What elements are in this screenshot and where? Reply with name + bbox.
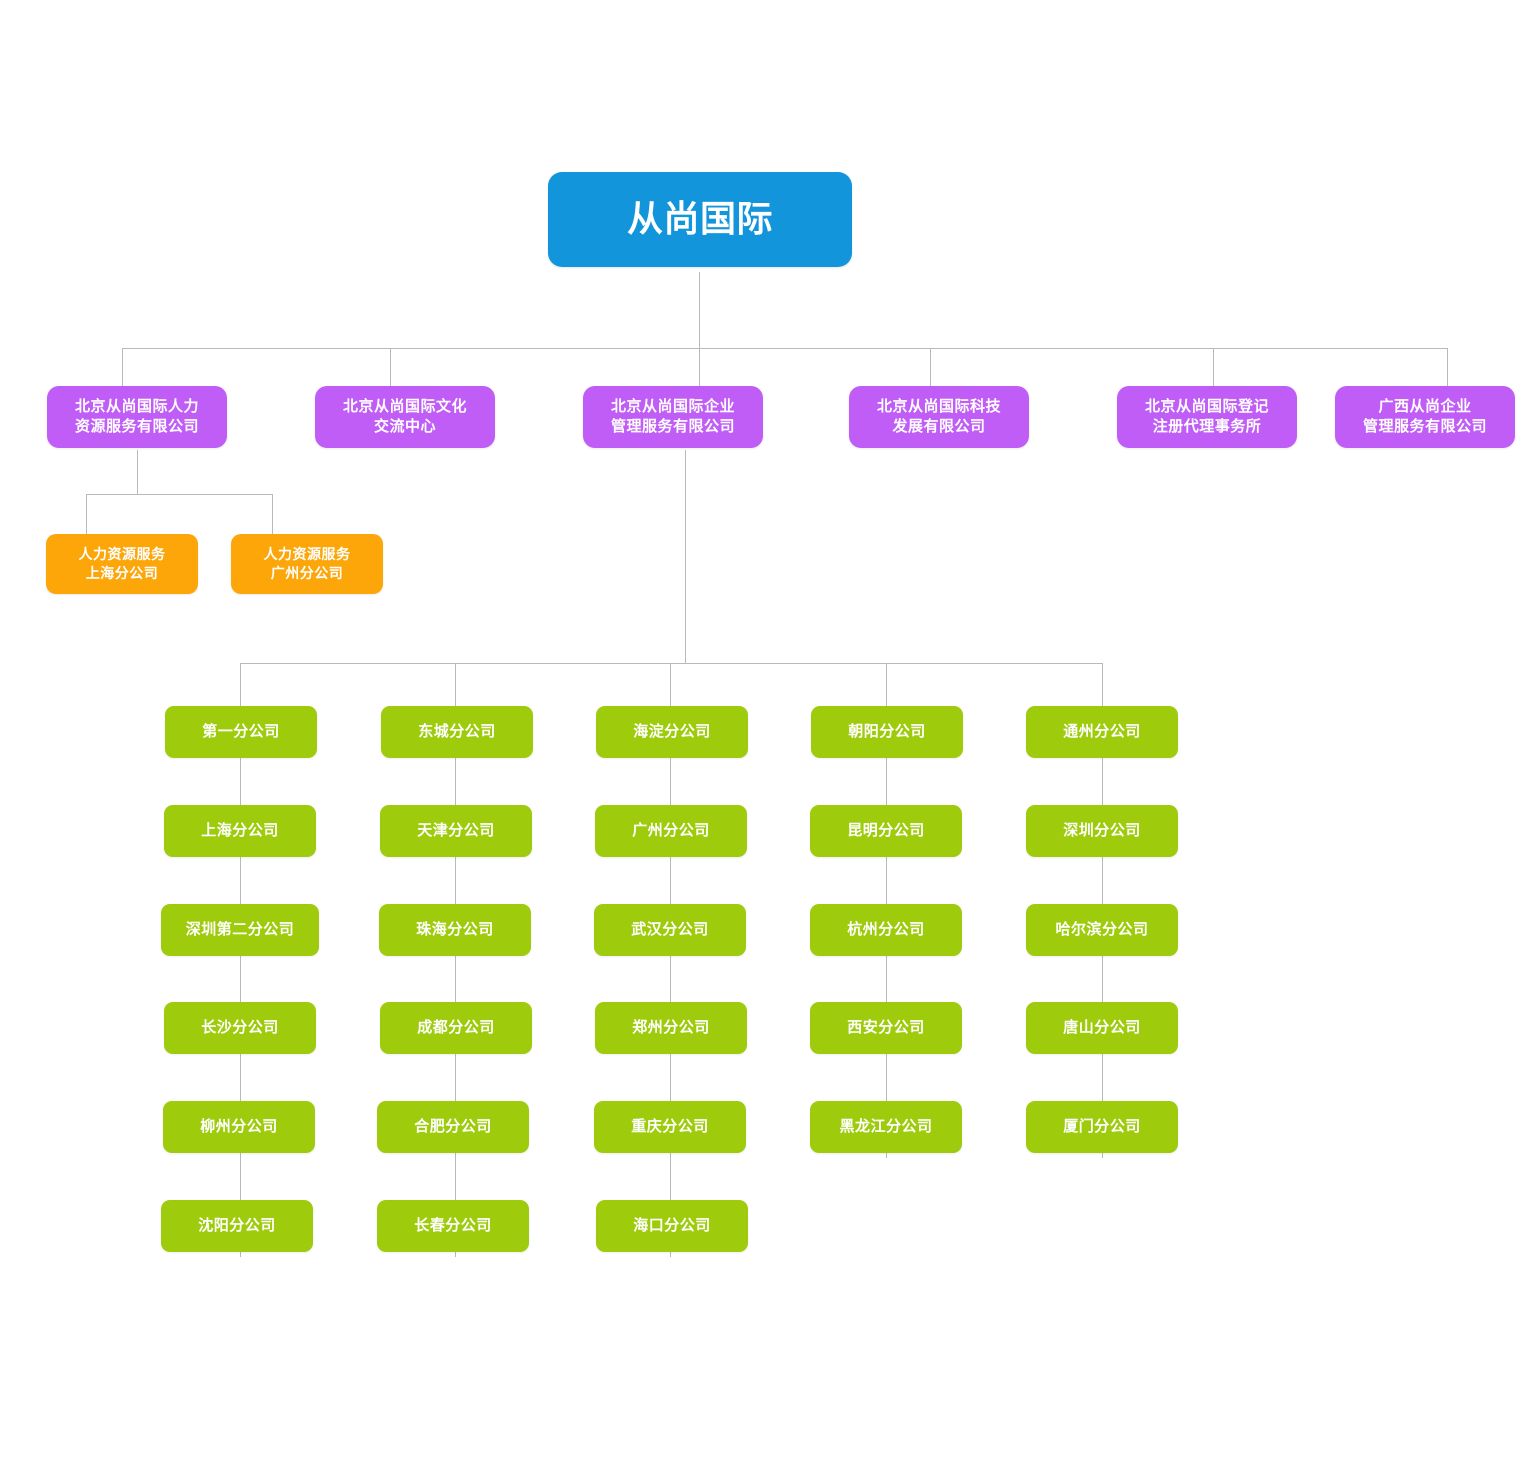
connector-root-stem (699, 272, 700, 348)
org-node-branch-col4-1[interactable]: 朝阳分公司 (811, 706, 963, 758)
org-node-subsidiary-culture[interactable]: 北京从尚国际文化 交流中心 (315, 386, 495, 448)
org-node-branch-col1-1[interactable]: 第一分公司 (165, 706, 317, 758)
org-node-hr-branch-guangzhou[interactable]: 人力资源服务 广州分公司 (231, 534, 383, 594)
connector-level2-bus (122, 348, 1448, 349)
org-node-subsidiary-guangxi[interactable]: 广西从尚企业 管理服务有限公司 (1335, 386, 1515, 448)
org-node-subsidiary-hr[interactable]: 北京从尚国际人力 资源服务有限公司 (47, 386, 227, 448)
connector-enterprise-bus (240, 663, 1103, 664)
connector-hr-bus (86, 494, 273, 495)
org-node-branch-col3-6[interactable]: 海口分公司 (596, 1200, 748, 1252)
org-node-branch-col1-2[interactable]: 上海分公司 (164, 805, 316, 857)
connector-hr-stem (137, 450, 138, 494)
org-node-branch-col2-1[interactable]: 东城分公司 (381, 706, 533, 758)
org-node-branch-col2-5[interactable]: 合肥分公司 (377, 1101, 529, 1153)
org-node-branch-col1-5[interactable]: 柳州分公司 (163, 1101, 315, 1153)
org-node-branch-col3-3[interactable]: 武汉分公司 (594, 904, 746, 956)
connector-col1-chain (240, 663, 241, 1257)
connector-level2-drop-3 (699, 348, 700, 386)
org-node-subsidiary-tech[interactable]: 北京从尚国际科技 发展有限公司 (849, 386, 1029, 448)
org-node-root[interactable]: 从尚国际 (548, 172, 852, 267)
org-node-branch-col4-4[interactable]: 西安分公司 (810, 1002, 962, 1054)
org-node-branch-col4-2[interactable]: 昆明分公司 (810, 805, 962, 857)
connector-level2-drop-5 (1213, 348, 1214, 386)
connector-level2-drop-6 (1447, 348, 1448, 386)
connector-col2-chain (455, 663, 456, 1257)
org-node-subsidiary-enterprise[interactable]: 北京从尚国际企业 管理服务有限公司 (583, 386, 763, 448)
org-node-branch-col2-3[interactable]: 珠海分公司 (379, 904, 531, 956)
org-node-branch-col3-1[interactable]: 海淀分公司 (596, 706, 748, 758)
connector-level2-drop-1 (122, 348, 123, 386)
org-node-branch-col1-6[interactable]: 沈阳分公司 (161, 1200, 313, 1252)
org-node-branch-col2-6[interactable]: 长春分公司 (377, 1200, 529, 1252)
org-node-branch-col1-4[interactable]: 长沙分公司 (164, 1002, 316, 1054)
org-node-branch-col3-4[interactable]: 郑州分公司 (595, 1002, 747, 1054)
connector-hr-drop-1 (86, 494, 87, 534)
org-node-branch-col5-1[interactable]: 通州分公司 (1026, 706, 1178, 758)
org-node-branch-col2-2[interactable]: 天津分公司 (380, 805, 532, 857)
org-node-hr-branch-shanghai[interactable]: 人力资源服务 上海分公司 (46, 534, 198, 594)
connector-hr-drop-2 (272, 494, 273, 534)
org-node-branch-col2-4[interactable]: 成都分公司 (380, 1002, 532, 1054)
connector-col3-chain (670, 663, 671, 1257)
org-node-branch-col3-5[interactable]: 重庆分公司 (594, 1101, 746, 1153)
org-node-branch-col4-3[interactable]: 杭州分公司 (810, 904, 962, 956)
org-node-subsidiary-registration[interactable]: 北京从尚国际登记 注册代理事务所 (1117, 386, 1297, 448)
org-node-branch-col5-3[interactable]: 哈尔滨分公司 (1026, 904, 1178, 956)
connector-level2-drop-2 (390, 348, 391, 386)
connector-enterprise-stem (685, 450, 686, 663)
org-node-branch-col5-4[interactable]: 唐山分公司 (1026, 1002, 1178, 1054)
org-node-branch-col5-2[interactable]: 深圳分公司 (1026, 805, 1178, 857)
org-node-branch-col5-5[interactable]: 厦门分公司 (1026, 1101, 1178, 1153)
connector-level2-drop-4 (930, 348, 931, 386)
org-node-branch-col4-5[interactable]: 黑龙江分公司 (810, 1101, 962, 1153)
org-node-branch-col1-3[interactable]: 深圳第二分公司 (161, 904, 319, 956)
org-node-branch-col3-2[interactable]: 广州分公司 (595, 805, 747, 857)
